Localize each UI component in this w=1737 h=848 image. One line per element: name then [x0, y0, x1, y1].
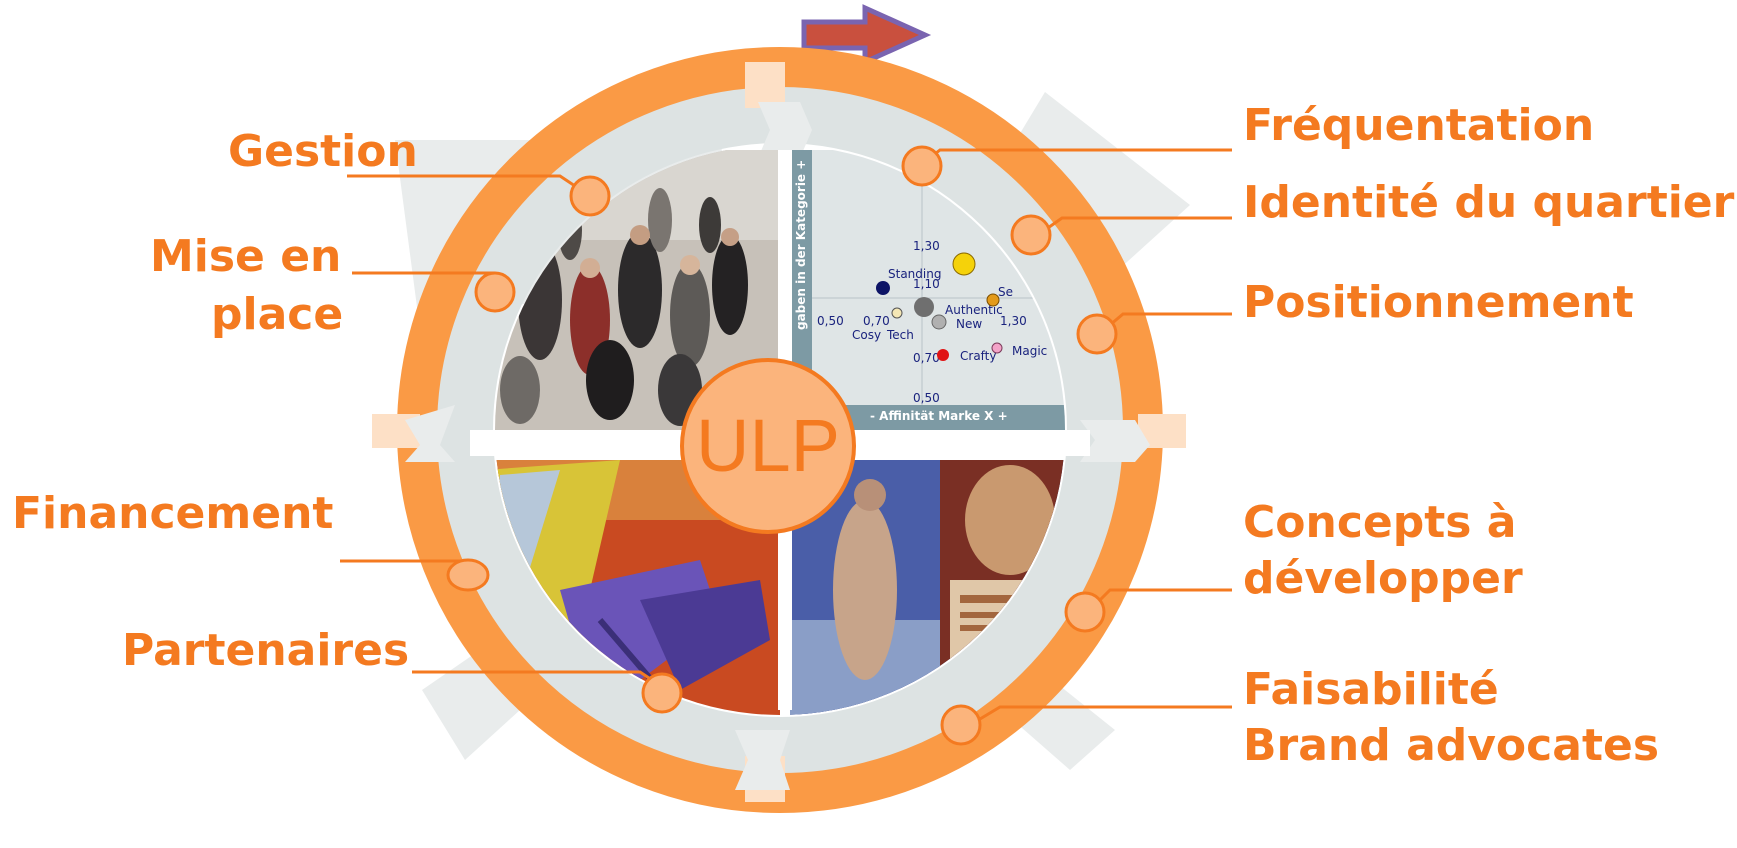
node-circles — [446, 145, 1118, 746]
mini-scatter-chart: gaben in der Kategorie + - Affinität Mar… — [790, 150, 1065, 430]
mini-point-standing — [876, 281, 890, 295]
mini-label-cosy: Cosy — [852, 328, 881, 342]
mini-label-standing: Standing — [888, 267, 941, 281]
center-label: ULP — [696, 404, 840, 487]
label-mise-en-place-2: place — [211, 289, 344, 340]
mini-label-crafty: Crafty — [960, 349, 997, 363]
label-financement: Financement — [12, 488, 334, 539]
mini-chart-xlabel: - Affinität Marke X + — [870, 409, 1008, 423]
mini-point-cosy — [891, 307, 903, 319]
mini-chart-ylabel: gaben in der Kategorie + — [794, 160, 808, 330]
label-frequentation: Fréquentation — [1243, 100, 1595, 151]
ring-gap-top — [745, 62, 785, 108]
mini-label-magic: Magic — [1012, 344, 1047, 358]
mini-ytick-110: 1,10 — [913, 277, 940, 291]
label-mise-en-place-1: Mise en — [150, 231, 342, 282]
mini-point-center — [914, 297, 934, 317]
ring-chevron-bottom — [735, 730, 790, 790]
label-partenaires: Partenaires — [122, 625, 410, 676]
bg-chevron-top-right — [1010, 92, 1190, 300]
mini-point-se — [986, 293, 1000, 307]
ring-chevron-left — [405, 405, 455, 462]
mini-label-tech: Tech — [886, 328, 914, 342]
mini-xtick-130: 1,30 — [1000, 314, 1027, 328]
node-faisabilite — [940, 704, 982, 746]
mini-point-se-large — [952, 252, 976, 276]
node-mise-en-place — [474, 271, 516, 313]
mini-label-authentic: Authentic — [945, 303, 1003, 317]
ring-chevron-top — [758, 102, 812, 158]
mini-label-new: New — [956, 317, 982, 331]
mini-xtick-070: 0,70 — [863, 314, 890, 328]
right-arrow-icon — [801, 4, 932, 66]
node-identite — [1010, 214, 1052, 256]
label-identite: Identité du quartier — [1243, 177, 1735, 228]
node-frequentation — [901, 145, 943, 187]
label-positionnement: Positionnement — [1243, 277, 1634, 328]
node-financement — [446, 558, 490, 592]
label-brand-advocates: Brand advocates — [1243, 720, 1660, 771]
mini-label-se: Se — [998, 285, 1013, 299]
label-concepts-1: Concepts à — [1243, 497, 1517, 548]
mini-point-magic — [991, 342, 1003, 354]
node-concepts — [1064, 591, 1106, 633]
node-positionnement — [1076, 313, 1118, 355]
node-partenaires — [641, 672, 683, 714]
label-faisabilite: Faisabilité — [1243, 664, 1499, 715]
node-gestion — [569, 175, 611, 217]
mini-xtick-050: 0,50 — [817, 314, 844, 328]
mini-ytick-130: 1,30 — [913, 239, 940, 253]
mini-point-crafty — [937, 349, 949, 361]
mini-ytick-070: 0,70 — [913, 351, 940, 365]
label-gestion: Gestion — [228, 126, 418, 177]
mini-ytick-050: 0,50 — [913, 391, 940, 405]
ring-chevron-right — [1080, 420, 1150, 462]
label-concepts-2: développer — [1243, 553, 1523, 604]
center-circle — [680, 358, 856, 534]
mini-point-new — [931, 314, 947, 330]
